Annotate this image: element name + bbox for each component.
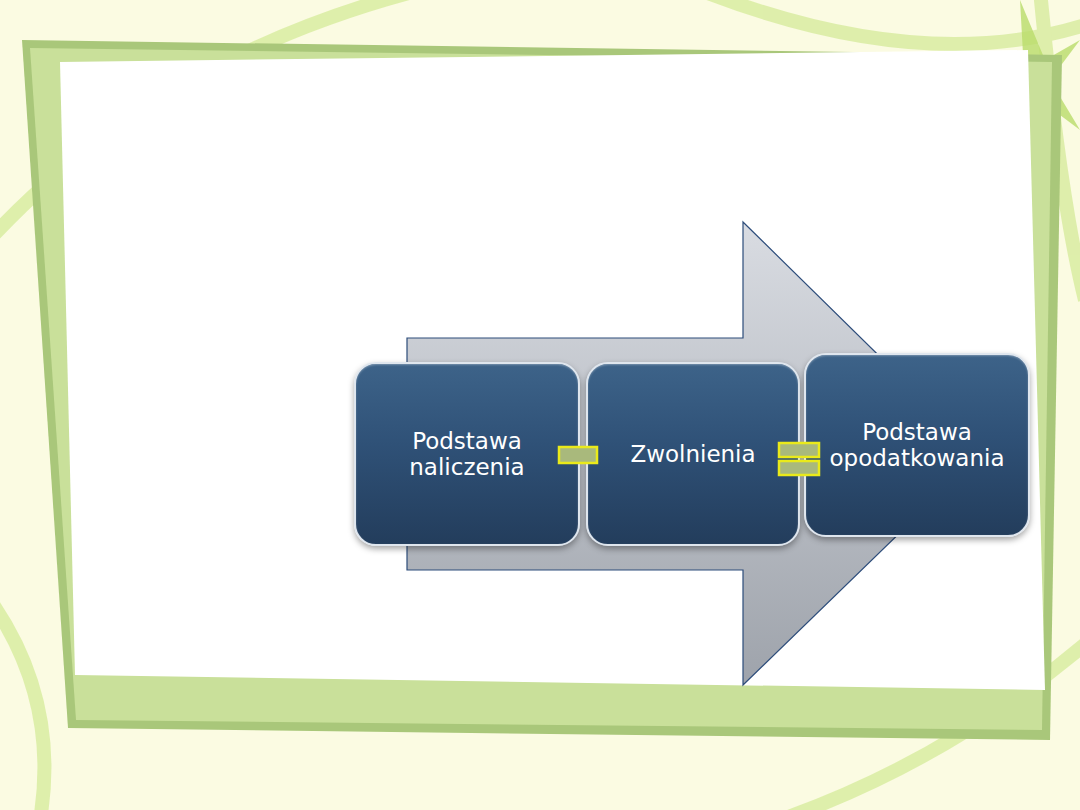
frame-inner — [30, 48, 1052, 730]
box-label: Podstawa naliczenia — [356, 428, 578, 481]
equals-sign-top — [779, 443, 819, 457]
process-box: Podstawa opodatkowania — [804, 353, 1030, 537]
box-label: Podstawa opodatkowania — [806, 419, 1028, 472]
minus-sign — [559, 447, 597, 463]
box-label: Zwolnienia — [620, 441, 765, 467]
process-box: Zwolnienia — [586, 362, 800, 546]
frame-outer — [22, 40, 1062, 740]
slide-panel — [60, 50, 1045, 690]
equals-sign-bottom — [779, 461, 819, 475]
process-box: Podstawa naliczenia — [354, 362, 580, 546]
